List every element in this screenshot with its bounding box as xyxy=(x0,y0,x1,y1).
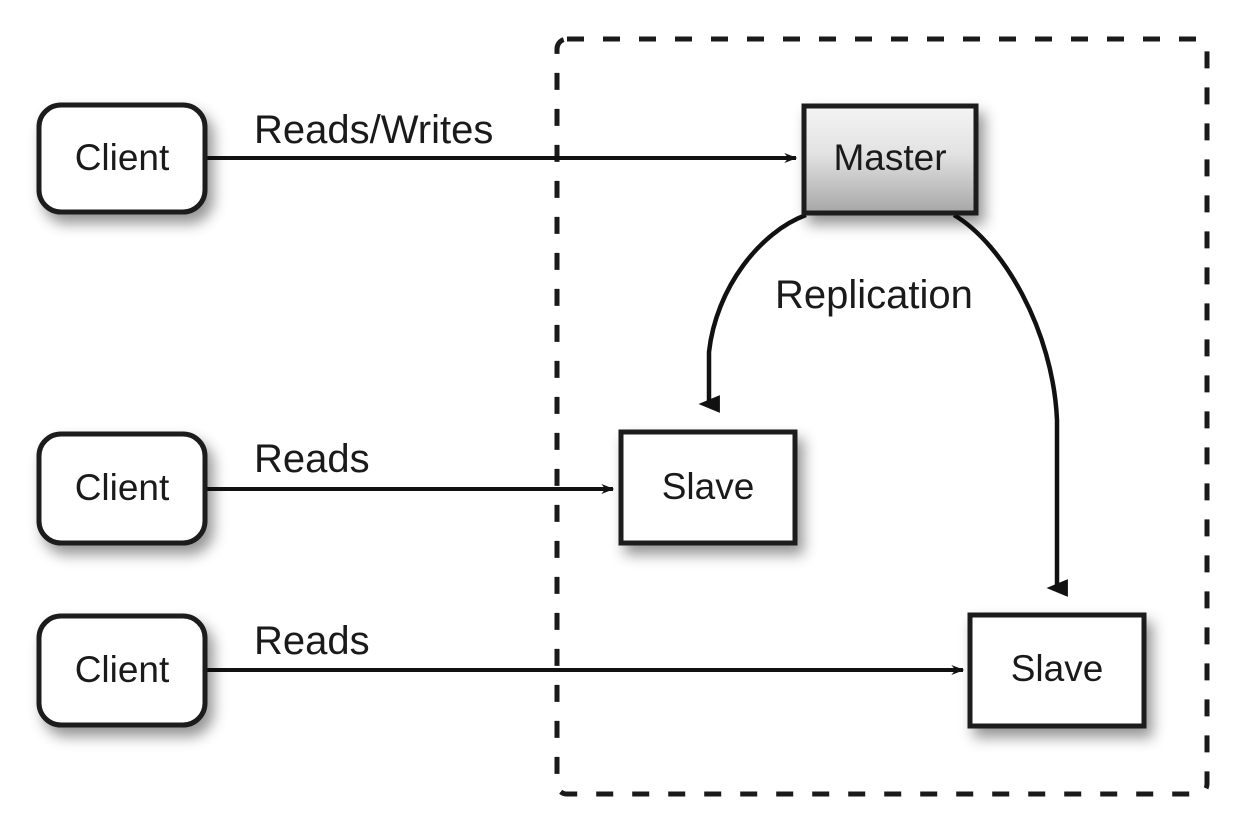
slave-1-label: Slave xyxy=(662,466,755,507)
client-1-label: Client xyxy=(75,137,170,178)
client-2-box[interactable] xyxy=(36,431,208,546)
node-client-1[interactable]: Client xyxy=(36,102,208,215)
edge-label-reads-writes: Reads/Writes xyxy=(254,108,493,152)
edge-master-slave1 xyxy=(698,212,807,413)
client-1-box[interactable] xyxy=(36,102,208,215)
slave-2-label: Slave xyxy=(1011,648,1104,689)
edge-master-slave2 xyxy=(952,213,1068,597)
client-2-label: Client xyxy=(75,467,170,508)
node-slave-1[interactable]: Slave xyxy=(618,429,798,546)
slave-1-box[interactable] xyxy=(618,429,798,546)
edge-label-reads-bottom: Reads xyxy=(254,619,370,663)
master-box[interactable] xyxy=(801,103,979,216)
node-client-2[interactable]: Client xyxy=(36,431,208,546)
client-3-box[interactable] xyxy=(36,613,208,728)
datastore-boundary xyxy=(554,36,1210,797)
node-client-3[interactable]: Client xyxy=(36,613,208,728)
edge-label-reads-middle: Reads xyxy=(254,437,370,481)
node-slave-2[interactable]: Slave xyxy=(967,612,1147,729)
slave-2-box[interactable] xyxy=(967,612,1147,729)
edge-label-replication: Replication xyxy=(775,273,973,317)
node-master[interactable]: Master xyxy=(801,103,979,216)
client-3-label: Client xyxy=(75,649,170,690)
master-label: Master xyxy=(833,137,946,178)
